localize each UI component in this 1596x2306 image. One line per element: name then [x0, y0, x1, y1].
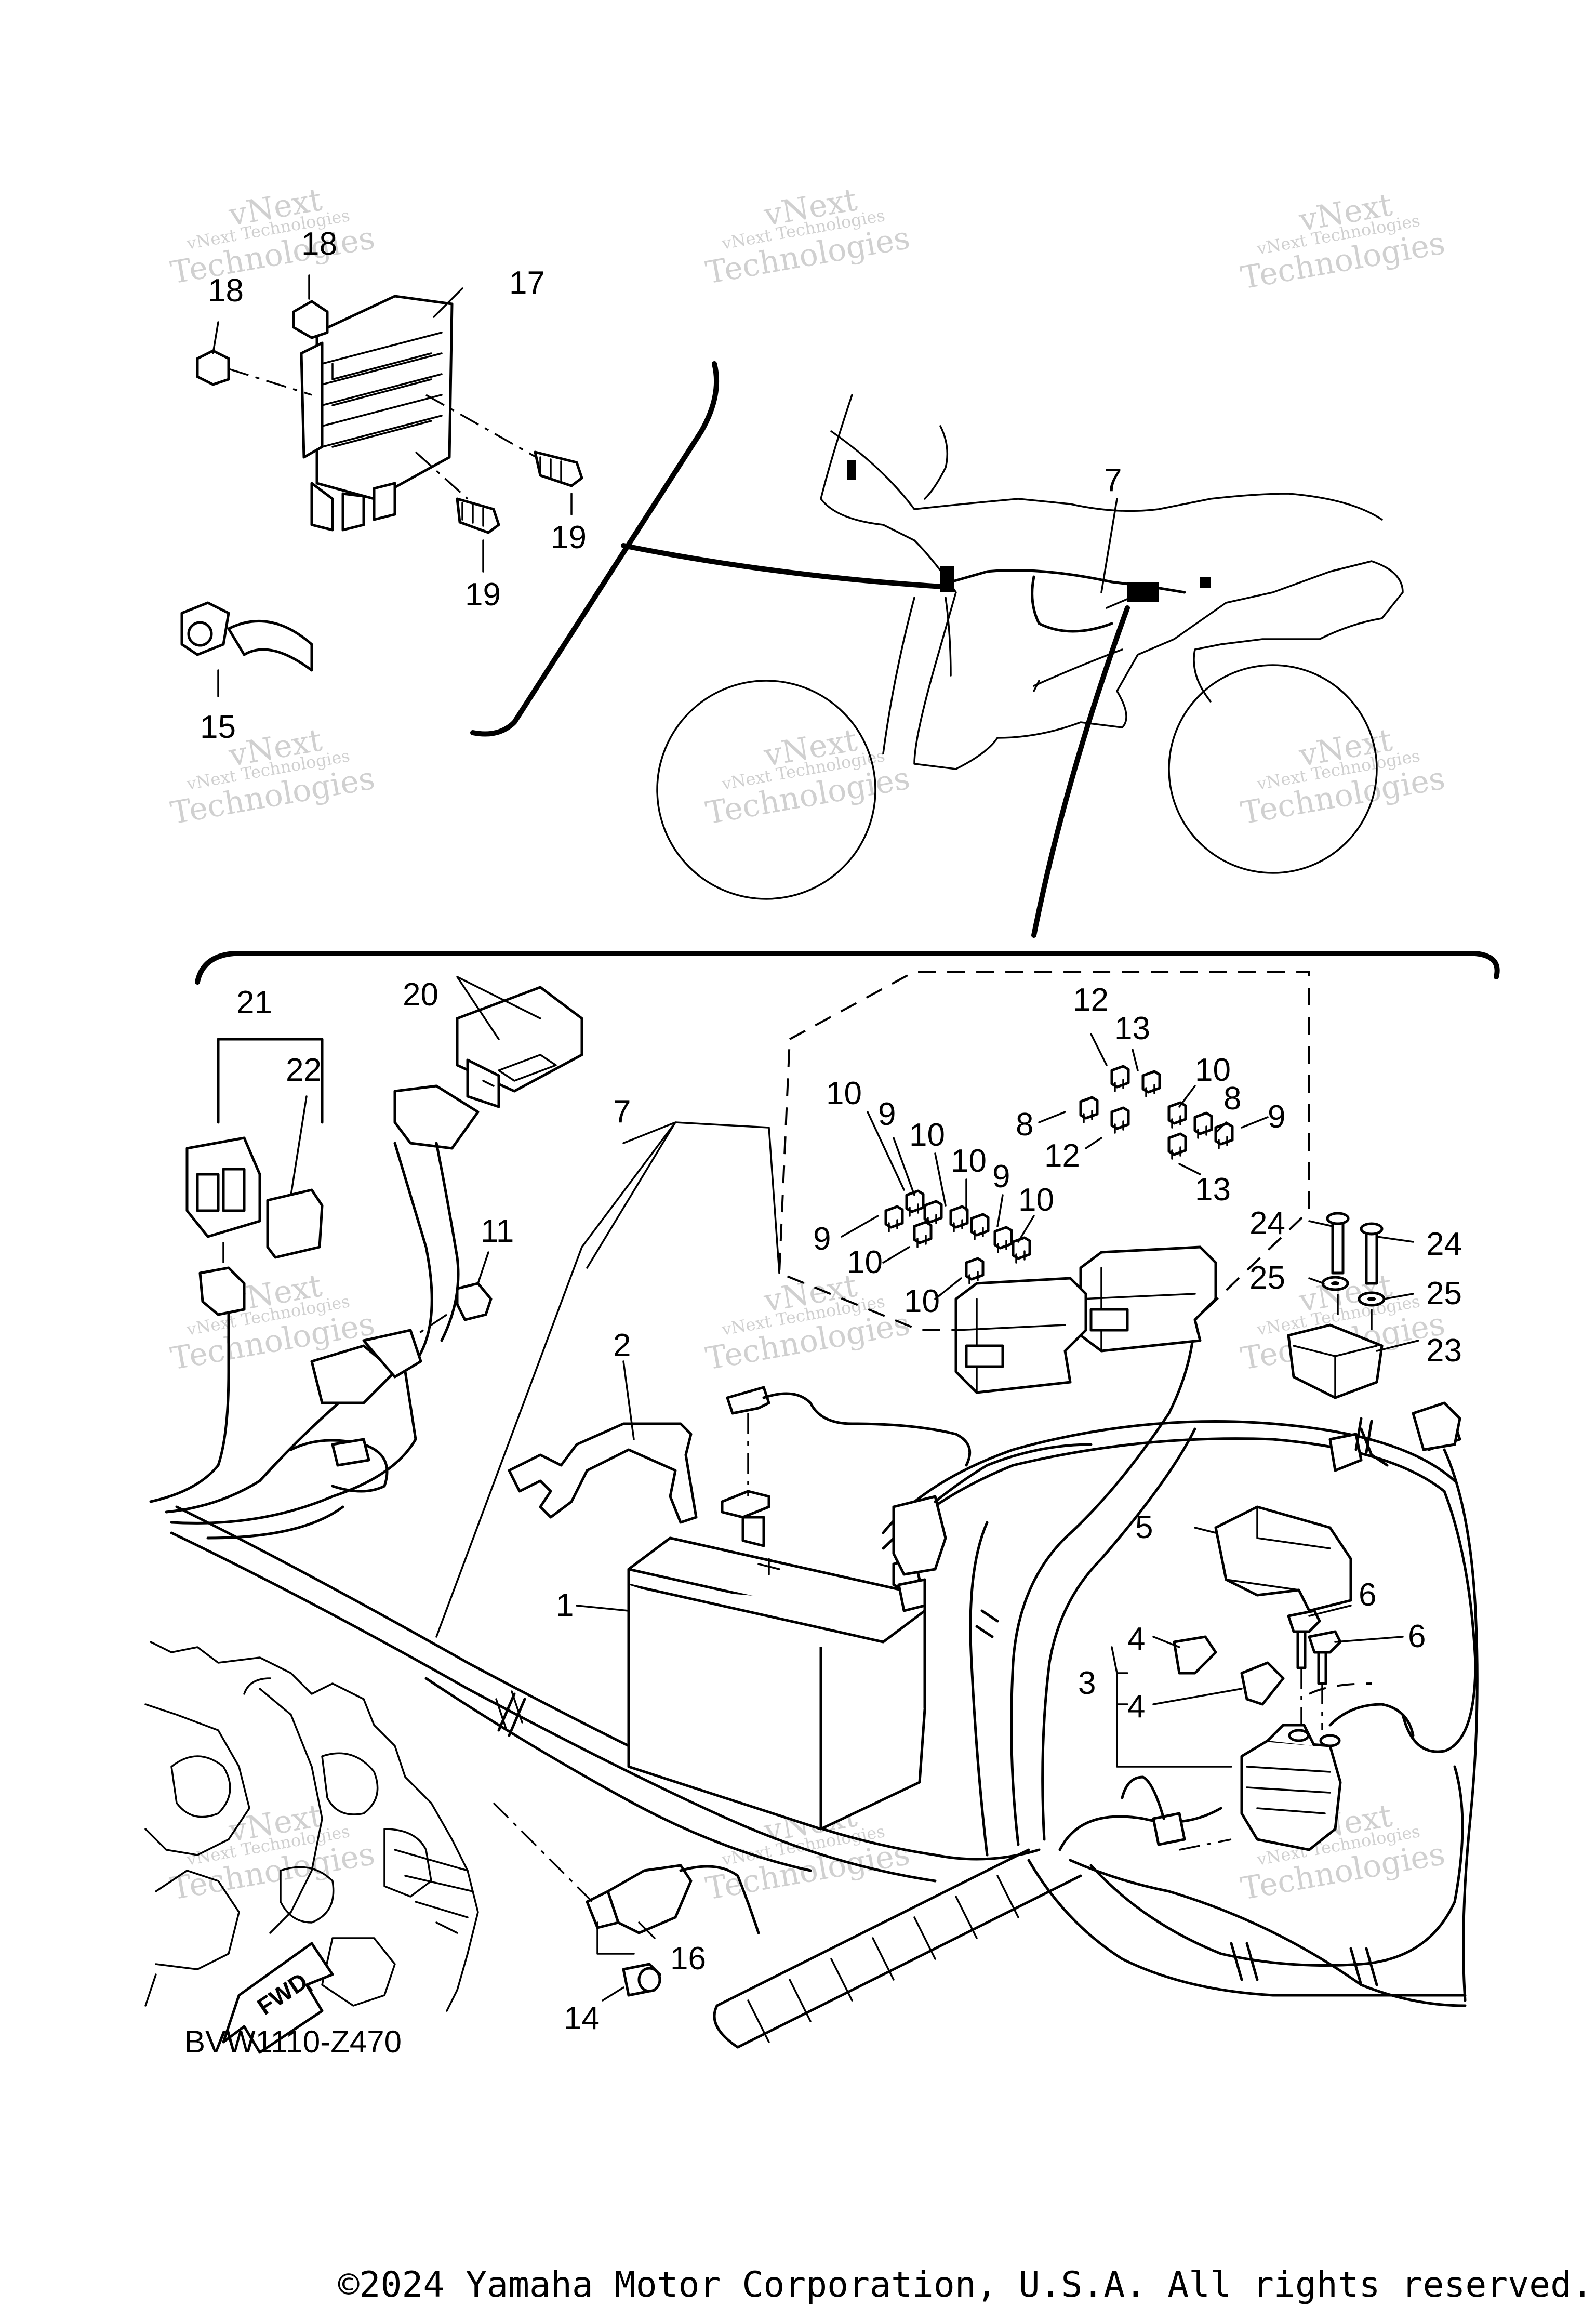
callout-10: 10 [951, 1143, 987, 1179]
callout-10: 10 [847, 1244, 883, 1280]
copyright-notice: ©2024 Yamaha Motor Corporation, U.S.A. A… [338, 2264, 1593, 2305]
fuse-leg [997, 1240, 1007, 1253]
callout-12: 12 [1073, 982, 1109, 1018]
callout-25: 25 [1249, 1260, 1285, 1296]
callout-18: 18 [301, 226, 337, 262]
blade-fuse [905, 1189, 925, 1213]
fuse-leg [1218, 1136, 1228, 1149]
callout-21: 21 [236, 985, 272, 1021]
callout-19: 19 [465, 577, 501, 613]
callout-18: 18 [208, 273, 244, 309]
callout-10: 10 [1018, 1182, 1054, 1218]
blade-fuse [913, 1221, 933, 1244]
callout-10: 10 [904, 1283, 940, 1319]
callout-15: 15 [200, 709, 236, 745]
fuse-leg [1171, 1146, 1181, 1160]
callout-3: 3 [1078, 1665, 1096, 1701]
callout-11: 11 [481, 1213, 514, 1249]
callout-1: 1 [556, 1587, 574, 1623]
blade-fuse [949, 1205, 969, 1229]
callout-14: 14 [564, 2000, 600, 2036]
blade-fuse [1012, 1236, 1031, 1260]
detail-bracket [195, 951, 1500, 985]
callout-10: 10 [909, 1117, 945, 1153]
fuse-leg [1197, 1125, 1207, 1139]
callout-7: 7 [1104, 462, 1122, 498]
callout-8: 8 [1016, 1107, 1033, 1143]
callout-20: 20 [403, 977, 438, 1013]
callout-4: 4 [1127, 1621, 1145, 1657]
blade-fuse [884, 1205, 904, 1229]
blade-fuse [1193, 1111, 1213, 1135]
callout-13: 13 [1114, 1011, 1150, 1046]
blade-fuse [970, 1213, 990, 1237]
fuse-box-region [778, 971, 1310, 1331]
callout-9: 9 [813, 1221, 831, 1257]
fuse-leg [909, 1203, 919, 1217]
callout-4: 4 [1127, 1689, 1145, 1725]
blade-fuse [965, 1257, 985, 1281]
fuse-leg [1114, 1120, 1124, 1134]
fuse-leg [968, 1271, 979, 1284]
blade-fuse [1110, 1065, 1130, 1089]
callout-9: 9 [1268, 1099, 1285, 1135]
fuse-leg [974, 1227, 984, 1240]
callout-25: 25 [1426, 1276, 1462, 1311]
callout-5: 5 [1135, 1509, 1153, 1545]
fuse-leg [1114, 1079, 1124, 1092]
callout-10: 10 [1195, 1052, 1231, 1088]
blade-fuse [1079, 1096, 1099, 1120]
callout-13: 13 [1195, 1172, 1231, 1208]
callout-labels: 17 18 18 19 19 15 7 21 22 20 7 11 2 1 12… [200, 226, 1462, 2036]
callout-23: 23 [1426, 1333, 1462, 1369]
callout-19: 19 [551, 520, 587, 555]
diagram-code: BVW1110-Z470 [184, 2024, 402, 2059]
battery-group [508, 1386, 1415, 1851]
blade-fuse [993, 1226, 1013, 1250]
motorcycle-locator [470, 361, 1404, 938]
callout-17: 17 [509, 265, 545, 301]
relay-group [185, 986, 583, 1336]
blade-fuse [923, 1200, 943, 1224]
callout-6: 6 [1408, 1619, 1426, 1654]
callout-9: 9 [992, 1159, 1010, 1195]
callout-24: 24 [1249, 1205, 1285, 1241]
fuse-leg [1015, 1250, 1026, 1264]
callout-2: 2 [613, 1328, 631, 1363]
callout-16: 16 [670, 1941, 706, 1977]
callout-7: 7 [613, 1094, 631, 1130]
blade-fuse [1141, 1070, 1161, 1094]
blade-fuse [1110, 1106, 1130, 1130]
leader-lines [212, 274, 1419, 2002]
engine-sketch: FWD [144, 1641, 760, 2054]
blade-fuse [1167, 1101, 1187, 1125]
callout-8: 8 [1223, 1081, 1241, 1117]
fuse-leg [888, 1219, 898, 1232]
callout-9: 9 [878, 1096, 896, 1132]
blade-fuse [1167, 1132, 1187, 1156]
callout-24: 24 [1426, 1226, 1462, 1262]
callout-12: 12 [1044, 1138, 1080, 1174]
callout-10: 10 [826, 1076, 862, 1111]
fuse-leg [1145, 1084, 1155, 1097]
starter-relay-mount [1287, 1212, 1461, 1451]
callout-22: 22 [286, 1052, 322, 1088]
fuse-boxes [884, 1065, 1234, 1394]
rectifier-regulator-group [180, 295, 583, 672]
fuse-leg [1083, 1110, 1093, 1123]
fuse-leg [916, 1235, 927, 1248]
fuse-leg [953, 1219, 963, 1232]
callout-6: 6 [1359, 1577, 1376, 1613]
fuse-leg [1171, 1115, 1181, 1129]
